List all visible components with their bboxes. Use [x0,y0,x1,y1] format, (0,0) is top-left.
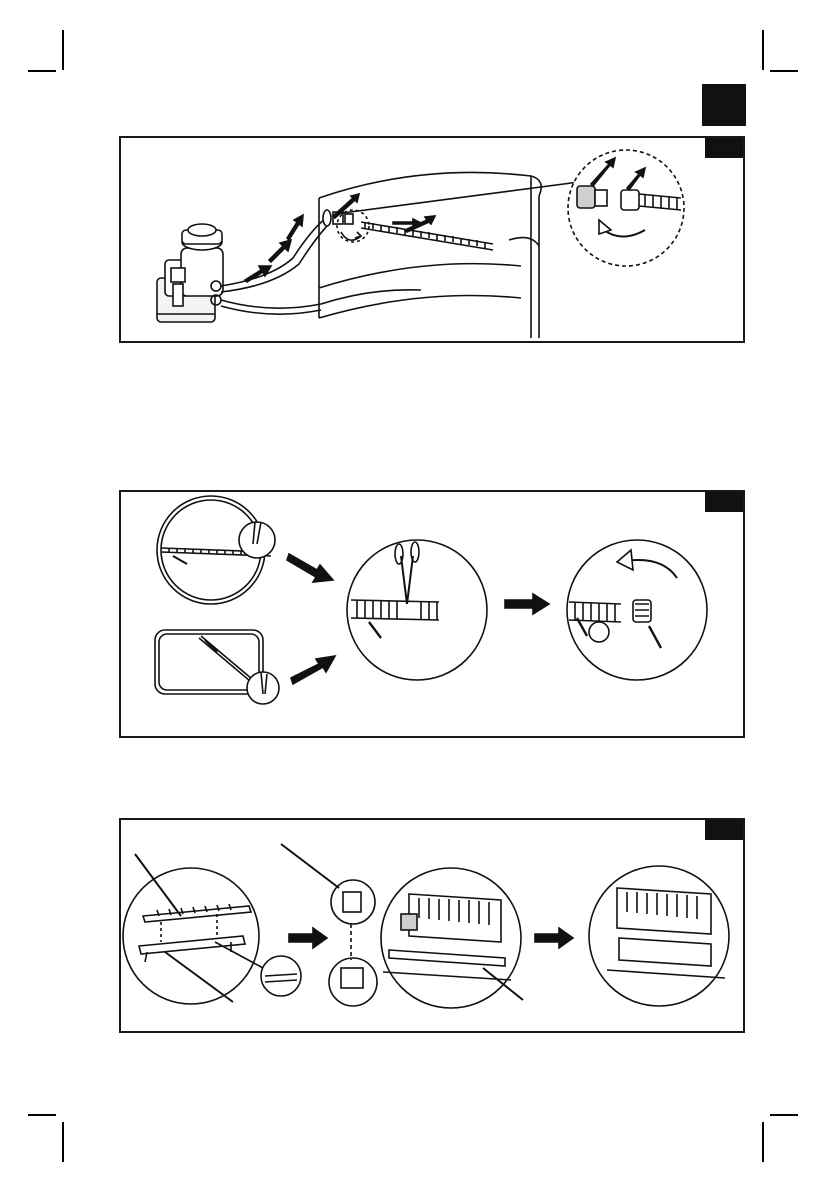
strainer-grid [617,888,711,934]
crop-mark-bottom-left-v [62,1122,64,1162]
crop-mark-top-left-h [28,70,56,72]
panel-strainer-assembly [119,818,745,1033]
crop-mark-top-right-v [762,30,764,70]
panel-hose-trim [119,490,745,738]
mounting-bracket [389,950,505,966]
mounting-bracket [619,938,711,966]
scissors-icon [411,542,419,562]
crop-mark-top-left-v [62,30,64,70]
section-tab [702,84,746,126]
arrow-icon [173,556,187,564]
arrow-icon [245,215,303,282]
scissors-icon [395,544,403,564]
crop-mark-bottom-left-h [28,1114,56,1116]
hose-connector [343,892,361,912]
arrow-icon [205,640,217,652]
zoom-circle [589,866,729,1006]
arrow-icon [369,622,381,638]
arrow-icon [165,952,233,1002]
scissors-icon [401,556,413,604]
arrow-icon [483,968,523,1000]
hose [361,222,493,250]
filter-pump [157,224,223,322]
hose-trim-illustration [121,492,743,736]
panel-hose-connection [119,136,745,343]
strainer-grid [409,894,501,942]
strainer-assembly-illustration [121,820,743,1031]
hose-connection-illustration [121,138,743,341]
crop-mark-top-right-h [770,70,798,72]
crop-mark-bottom-right-v [762,1122,764,1162]
rotate-arrow-icon [617,550,633,570]
crop-mark-bottom-right-h [770,1114,798,1116]
arrow-icon [135,854,181,916]
rotate-arrow-icon [355,232,361,238]
arrow-icon [649,626,661,648]
strainer-grid [143,904,251,922]
arrow-icon [281,844,339,888]
